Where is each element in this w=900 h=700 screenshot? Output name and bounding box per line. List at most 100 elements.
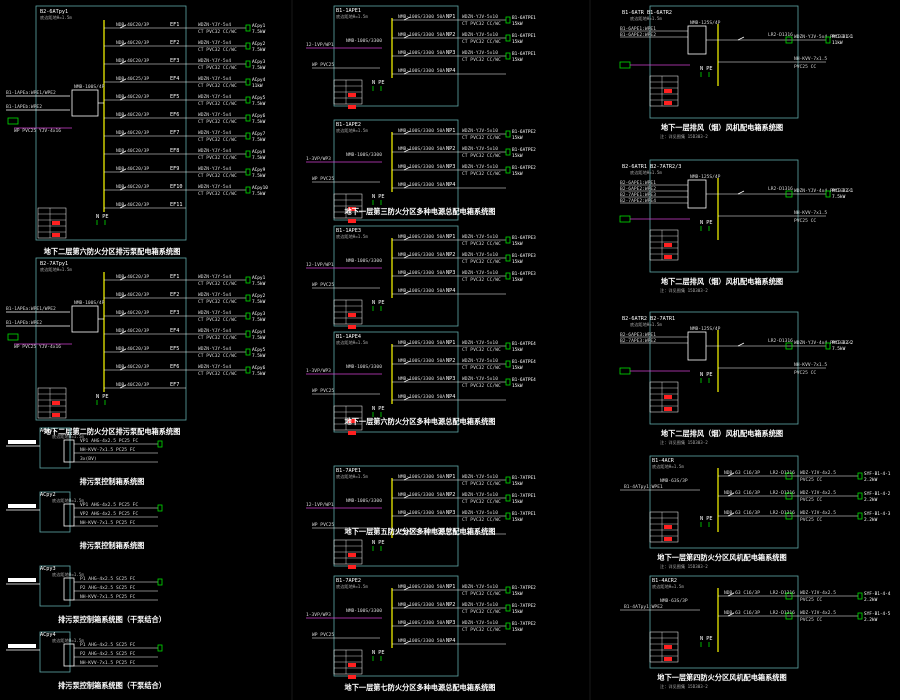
breaker-symbol — [403, 640, 411, 645]
conduit-label: CT PVC32 CC/WC — [462, 627, 501, 633]
npe-label: N PE — [700, 220, 713, 226]
cable-label: WDZN-YJV-5x10 — [462, 50, 498, 56]
breaker-symbol — [403, 342, 411, 347]
circuit-breaker-label: NMB-100S/3300 50A — [398, 234, 445, 240]
circuit-breaker-label: NDB-63 C16/3P — [724, 590, 760, 596]
cable-label: WDZN-YJV-5x10 — [462, 510, 498, 516]
feed-cable-label: WP PVC25 — [312, 632, 334, 638]
circuit-breaker-label: NMB-100S/3300 50A — [398, 14, 445, 20]
meter-symbol — [7, 333, 19, 341]
load-device-symbol — [857, 592, 863, 600]
circuit-id: EF7 — [170, 130, 179, 136]
circuit-breaker-label: NMB-100S/3300 50A — [398, 270, 445, 276]
main-breaker-label: NMB-125S/4P — [690, 20, 721, 26]
table-highlight-cell — [664, 395, 672, 399]
load-power: 7.5kW — [252, 317, 266, 323]
conduit-label: CT PVC32 CC/WC — [198, 83, 237, 89]
circuit-id: EF2 — [170, 292, 179, 298]
diagram-note: 注：详见图集 15D303-2 — [660, 563, 708, 570]
install-note: 底边距地H=1.5m — [40, 266, 72, 273]
panel-id: B2-6ATR2 B2-7ATR1 — [622, 316, 675, 322]
circuit-id: EF10 — [170, 184, 183, 190]
load-device-symbol — [245, 24, 251, 32]
parameter-table — [649, 229, 679, 261]
feed-cable-label: WP PVC25 YJV-4x16 — [14, 128, 61, 134]
incoming-label: B1-6APE1:WPE1 — [620, 26, 656, 32]
diagram-title: 排污泵控制箱系统图（干泵结合） — [58, 681, 166, 690]
load-id: B1-7ATPE1 — [512, 493, 536, 499]
load-power: 7.5kW — [252, 191, 266, 197]
incoming-label: B1-1APEb:WPE2 — [6, 104, 42, 110]
circuit-id: NP3 — [446, 376, 455, 382]
table-highlight-cell — [664, 645, 672, 649]
conduit-label: CT PVC32 CC/WC — [462, 39, 501, 45]
load-device-symbol — [505, 622, 511, 630]
breaker-symbol — [403, 52, 411, 57]
table-highlight-cell — [52, 221, 60, 225]
pump-control-cable: NH-KVV-7x1.5 PC25 FC — [80, 660, 136, 666]
relay-symbol — [785, 190, 793, 198]
load-id: B1-6ATPE1 — [512, 15, 536, 21]
load-device-symbol — [505, 360, 511, 368]
relay-label: LR2-D1316 — [768, 338, 793, 344]
cable-label: WDZN-YJY-5x4 — [198, 328, 231, 334]
load-device-symbol — [505, 512, 511, 520]
cable-label: WDZN-YJV-5x10 — [462, 14, 498, 20]
load-power: 7.5kW — [252, 281, 266, 287]
bus-breaker-label: NMB-100S/3300 — [346, 258, 382, 264]
conduit-label: CT PVC32 CC/WC — [462, 383, 501, 389]
breaker-symbol — [119, 132, 127, 137]
conduit-label: CT PVC32 CC/WC — [198, 317, 237, 323]
npe-label: N PE — [372, 406, 385, 412]
circuit-id: NP2 — [446, 492, 455, 498]
load-id: B1-6ATPE3 — [512, 235, 536, 241]
load-id: B1-6ATPE3 — [512, 271, 536, 277]
circuit-breaker-label: NMB-100S/3300 50A — [398, 146, 445, 152]
fan-power: 2.2kW — [864, 597, 878, 603]
circuit-id: EF1 — [170, 22, 179, 28]
circuit-id: EF8 — [170, 148, 179, 154]
load-power: 7.5kW — [252, 335, 266, 341]
fan-cable-label: WDZN-YJV-5x4 PVC32 CC — [794, 34, 852, 40]
load-device-symbol — [245, 168, 251, 176]
control-cable-label: NH-KVV-7x1.5 — [794, 56, 827, 62]
breaker-symbol — [403, 494, 411, 499]
load-device-symbol — [245, 312, 251, 320]
breaker-symbol — [403, 166, 411, 171]
cable-label: WDZ-YJV-4x2.5 — [800, 510, 836, 516]
table-highlight-cell — [348, 675, 356, 679]
conduit-label: CT PVC32 CC/WC — [462, 591, 501, 597]
cable-label: WDZN-YJY-5x4 — [198, 58, 231, 64]
breaker-symbol — [403, 530, 411, 535]
breaker-symbol — [119, 204, 127, 209]
relay-label: LR2-D1316 — [770, 510, 795, 516]
install-note: 底边距地H=1.5m — [336, 473, 368, 480]
feeder-label: 12-1VP/WP1 — [306, 502, 334, 508]
npe-label: N PE — [372, 80, 385, 86]
load-power: 15kW — [512, 347, 523, 353]
install-note: 底边距地H=1.5m — [630, 169, 662, 176]
incoming-tag — [8, 578, 36, 582]
breaker-symbol — [403, 476, 411, 481]
breaker-symbol — [119, 24, 127, 29]
cable-label: WDZN-YJV-5x10 — [462, 234, 498, 240]
load-power: 7.5kW — [252, 47, 266, 53]
circuit-breaker-label: NMB-100S/3300 50A — [398, 32, 445, 38]
conduit-label: CT PVC32 CC/WC — [198, 371, 237, 377]
pump-control-cable: VP2 AHG-4x2.5 PC25 FC — [80, 511, 138, 517]
circuit-breaker-label: NMB-100S/3300 50A — [398, 528, 445, 534]
npe-label: N PE — [96, 214, 109, 220]
install-note: 底边距地H=1.5m — [652, 463, 684, 470]
circuit-breaker-label: NDB-40C20/3P — [116, 130, 149, 136]
conduit-label: CT PVC32 CC/WC — [462, 21, 501, 27]
circuit-id: EF3 — [170, 310, 179, 316]
conduit-label: CT PVC32 CC/WC — [198, 335, 237, 341]
load-power: 7.5kW — [252, 353, 266, 359]
breaker-symbol — [119, 294, 127, 299]
load-id: ACpy3 — [252, 59, 266, 65]
circuit-breaker-label: NDB-63 C16/3P — [724, 490, 760, 496]
load-id: B1-7ATPE2 — [512, 585, 536, 591]
cable-label: WDZN-YJV-5x10 — [462, 270, 498, 276]
install-note: 底边距地H=1.5m — [336, 127, 368, 134]
cable-label: WDZN-YJY-5x4 — [198, 148, 231, 154]
